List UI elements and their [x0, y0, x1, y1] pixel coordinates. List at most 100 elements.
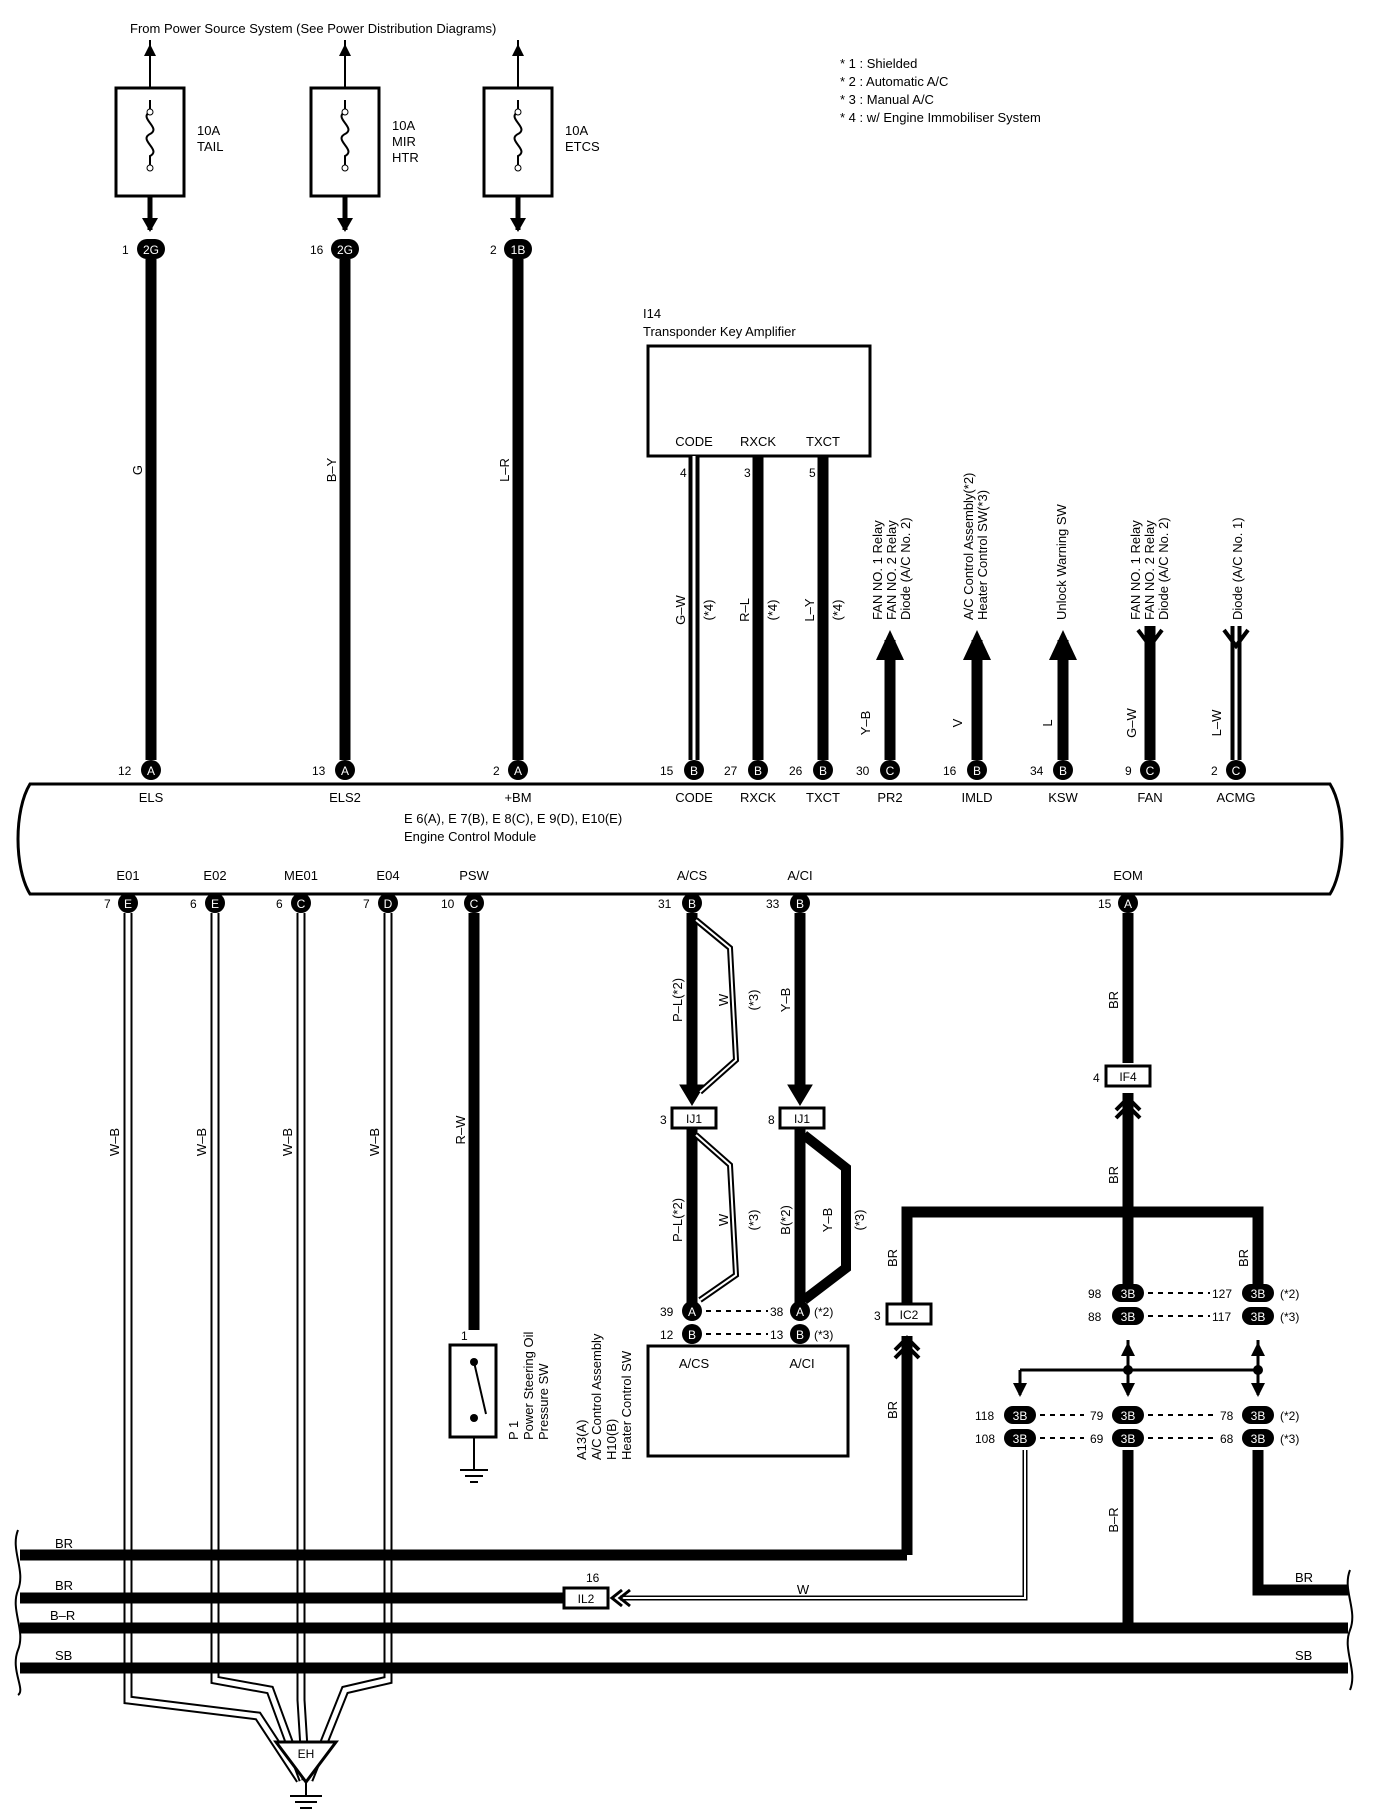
bus-b-r: B–R [50, 1608, 75, 1623]
svg-text:Power Steering Oil: Power Steering Oil [521, 1332, 536, 1440]
svg-text:(*3): (*3) [814, 1328, 833, 1342]
svg-text:A: A [341, 764, 349, 778]
svg-text:IL2: IL2 [578, 1592, 595, 1606]
svg-text:Y–B: Y–B [858, 711, 873, 736]
svg-text:B: B [973, 764, 981, 778]
svg-text:3: 3 [744, 466, 751, 480]
svg-text:1: 1 [461, 1329, 468, 1343]
svg-text:PR2: PR2 [877, 790, 902, 805]
ecm-top-terminal-ksw: 34 B KSW [1030, 760, 1079, 805]
svg-text:108: 108 [975, 1432, 995, 1446]
bus-br-1: BR [55, 1536, 73, 1551]
note-manual-ac: * 3 : Manual A/C [840, 92, 934, 107]
svg-text:FAN NO. 2 Relay: FAN NO. 2 Relay [1142, 520, 1157, 620]
ecm-top-terminal-els: 12 A ELS [118, 760, 164, 805]
svg-text:Pressure SW: Pressure SW [536, 1363, 551, 1440]
svg-text:117: 117 [1212, 1310, 1231, 1324]
power-steering-oil-pressure-switch: 1 P 1 Power Steering Oil Pressure SW [448, 1329, 551, 1483]
svg-text:1: 1 [122, 243, 129, 257]
svg-text:2G: 2G [143, 243, 159, 257]
ecm-bottom-terminal-e01: E01 7 E [104, 868, 140, 913]
junction-ij1-right: 8 IJ1 [768, 1106, 826, 1130]
svg-text:W–B: W–B [107, 1128, 122, 1156]
svg-text:ELS: ELS [139, 790, 164, 805]
svg-text:Heater Control SW(*3): Heater Control SW(*3) [975, 490, 990, 620]
svg-text:BR: BR [885, 1249, 900, 1267]
svg-text:7: 7 [363, 897, 370, 911]
svg-text:BR: BR [1236, 1249, 1251, 1267]
svg-text:27: 27 [724, 764, 738, 778]
svg-text:E: E [211, 897, 219, 911]
svg-text:Y–B: Y–B [778, 988, 793, 1013]
bus-lines [14, 1529, 1354, 1696]
svg-text:38: 38 [770, 1305, 784, 1319]
svg-text:C: C [297, 897, 306, 911]
svg-text:IJ1: IJ1 [794, 1112, 810, 1126]
svg-text:68: 68 [1220, 1432, 1234, 1446]
svg-text:P–L(*2): P–L(*2) [670, 978, 685, 1022]
eom-wires [620, 913, 1348, 1628]
svg-text:(*2): (*2) [1280, 1287, 1299, 1301]
svg-text:R–L: R–L [737, 598, 752, 622]
svg-text:98: 98 [1088, 1287, 1102, 1301]
svg-text:3B: 3B [1121, 1432, 1136, 1446]
amplifier-name: Transponder Key Amplifier [643, 324, 796, 339]
svg-text:118: 118 [975, 1409, 994, 1423]
svg-text:TXCT: TXCT [806, 790, 840, 805]
svg-text:A/C Control Assembly: A/C Control Assembly [589, 1333, 604, 1460]
bus-right-br: BR [1295, 1570, 1313, 1585]
svg-text:FAN NO. 1 Relay: FAN NO. 1 Relay [1128, 520, 1143, 620]
ecm-top-terminal-acmg: 2 C ACMG [1211, 760, 1256, 805]
svg-text:B–R: B–R [1106, 1507, 1121, 1532]
power-source-label: From Power Source System (See Power Dist… [130, 21, 496, 36]
ecm-name: Engine Control Module [404, 829, 536, 844]
svg-text:4: 4 [680, 466, 687, 480]
svg-text:3B: 3B [1251, 1432, 1266, 1446]
wire-color-els2: B–Y [324, 457, 339, 482]
svg-text:W: W [716, 993, 731, 1006]
svg-text:FAN NO. 1 Relay: FAN NO. 1 Relay [870, 520, 885, 620]
svg-text:2: 2 [490, 243, 497, 257]
svg-text:Heater Control SW: Heater Control SW [619, 1350, 634, 1460]
note-shielded: * 1 : Shielded [840, 56, 917, 71]
fuse-mir-rating: 10A [392, 118, 415, 133]
ecm-bottom-terminal-e04: E04 7 D [363, 868, 400, 913]
svg-text:A/CI: A/CI [789, 1356, 814, 1371]
dest-fan: FAN NO. 1 Relay FAN NO. 2 Relay Diode (A… [1128, 517, 1171, 620]
svg-text:79: 79 [1090, 1409, 1104, 1423]
svg-text:12: 12 [118, 764, 132, 778]
svg-text:(*2): (*2) [1280, 1409, 1299, 1423]
svg-text:39: 39 [660, 1305, 674, 1319]
svg-text:V: V [950, 718, 965, 727]
ecm-top-terminal-code: 15 B CODE [660, 760, 713, 805]
svg-text:31: 31 [658, 897, 672, 911]
svg-text:2G: 2G [337, 243, 353, 257]
svg-text:CODE: CODE [675, 434, 713, 449]
top-connector-3: 2 1B [490, 239, 532, 259]
fuse-htr-name: HTR [392, 150, 419, 165]
svg-text:78: 78 [1220, 1409, 1234, 1423]
ecm-bottom-terminal-psw: PSW 10 C [441, 868, 490, 913]
svg-text:A/CS: A/CS [677, 868, 708, 883]
svg-text:16: 16 [943, 764, 957, 778]
svg-text:6: 6 [190, 897, 197, 911]
svg-text:Diode (A/C No. 2): Diode (A/C No. 2) [1156, 517, 1171, 620]
svg-text:FAN: FAN [1137, 790, 1162, 805]
svg-text:26: 26 [789, 764, 803, 778]
svg-text:W: W [797, 1582, 810, 1597]
svg-text:ME01: ME01 [284, 868, 318, 883]
ecm-top-terminal-bm: 2 A +BM [493, 760, 532, 805]
svg-text:A: A [514, 764, 522, 778]
svg-text:FAN NO. 2 Relay: FAN NO. 2 Relay [884, 520, 899, 620]
svg-text:A: A [688, 1305, 696, 1319]
svg-text:2: 2 [1211, 764, 1218, 778]
svg-text:L: L [1040, 719, 1055, 726]
svg-text:A13(A): A13(A) [574, 1420, 589, 1460]
ecm-connectors: E 6(A), E 7(B), E 8(C), E 9(D), E10(E) [404, 811, 622, 826]
svg-text:13: 13 [312, 764, 326, 778]
svg-text:6: 6 [276, 897, 283, 911]
fuse-etcs-rating: 10A [565, 123, 588, 138]
svg-text:3B: 3B [1251, 1287, 1266, 1301]
svg-text:2: 2 [493, 764, 500, 778]
